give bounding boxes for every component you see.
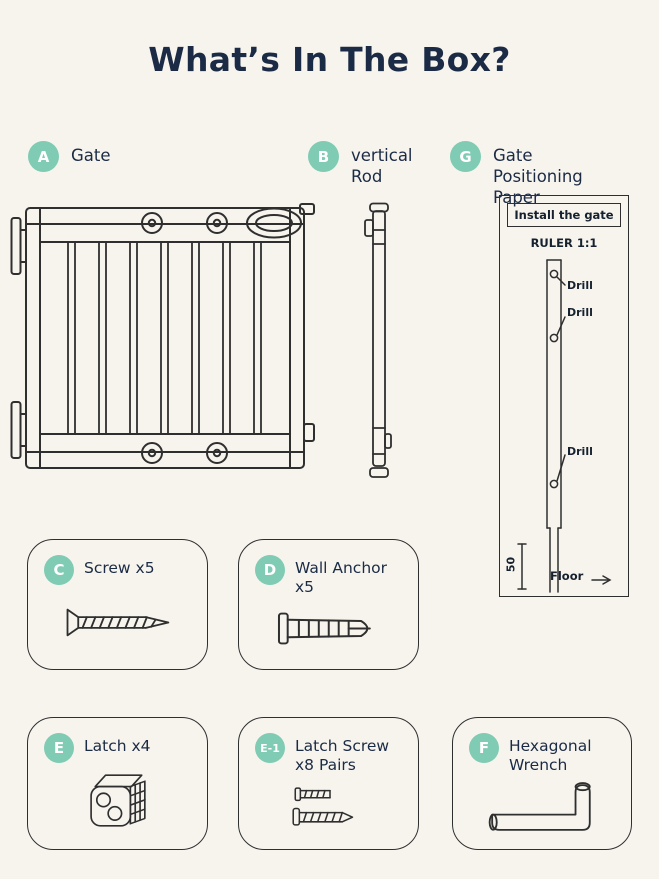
latch-screw-illustration	[255, 776, 404, 839]
screw-illustration	[44, 585, 193, 659]
part-box-latch-screw: E-1 Latch Screw x8 Pairs	[238, 717, 419, 850]
hex-wrench-illustration	[469, 776, 617, 839]
install-gate-header: Install the gate	[507, 203, 621, 227]
positioning-paper-ruler-svg	[517, 259, 612, 593]
item-d-label: Wall Anchor x5	[295, 559, 388, 597]
item-e1-label: Latch Screw x8 Pairs	[295, 737, 390, 775]
item-c-label: Screw x5	[84, 559, 155, 577]
latch-drawing-svg	[89, 774, 146, 827]
latch-illustration	[44, 763, 193, 839]
page-title: What’s In The Box?	[148, 40, 511, 79]
item-g-badge: G	[450, 141, 481, 172]
item-c-badge: C	[44, 555, 74, 585]
item-g-label: Gate Positioning Paper	[493, 146, 583, 208]
item-c-header: C Screw x5	[44, 555, 193, 585]
item-a-label: Gate	[71, 146, 111, 165]
item-f-header: F Hexagonal Wrench	[469, 733, 617, 776]
item-g-header: G Gate Positioning Paper	[450, 141, 627, 208]
item-d-badge: D	[255, 555, 285, 585]
latch-screw-drawing-svg	[291, 787, 353, 826]
vertical-rod-illustration	[360, 202, 398, 480]
item-d-header: D Wall Anchor x5	[255, 555, 404, 598]
item-e-badge: E	[44, 733, 74, 763]
ruler-scale-label: RULER 1:1	[530, 236, 598, 250]
item-b-label: vertical Rod	[351, 146, 413, 187]
dimension-50-label: 50	[504, 556, 518, 573]
drill-label-3: Drill	[567, 445, 593, 458]
floor-label: Floor	[550, 569, 584, 583]
gate-illustration	[10, 196, 315, 490]
item-a-header: A Gate	[28, 141, 111, 172]
item-e-label: Latch x4	[84, 737, 151, 755]
gate-drawing-svg	[10, 203, 315, 469]
item-e1-header: E-1 Latch Screw x8 Pairs	[255, 733, 404, 776]
item-a-badge: A	[28, 141, 59, 172]
item-b-header: B vertical Rod	[308, 141, 423, 187]
part-box-wall-anchor: D Wall Anchor x5	[238, 539, 419, 670]
wall-anchor-drawing-svg	[277, 612, 371, 645]
drill-label-2: Drill	[567, 306, 593, 319]
item-b-badge: B	[308, 141, 339, 172]
item-e1-badge: E-1	[255, 733, 285, 763]
wall-anchor-illustration	[255, 598, 404, 659]
vertical-rod-drawing-svg	[364, 202, 392, 478]
item-f-label: Hexagonal Wrench	[509, 737, 592, 775]
part-box-latch: E Latch x4	[27, 717, 208, 850]
item-f-badge: F	[469, 733, 499, 763]
hex-wrench-drawing-svg	[488, 782, 591, 831]
part-box-screw: C Screw x5	[27, 539, 208, 670]
gate-positioning-paper-illustration: Install the gate RULER 1:1 Drill Drill D…	[499, 195, 629, 597]
drill-label-1: Drill	[567, 279, 593, 292]
screw-drawing-svg	[66, 608, 169, 636]
item-e-header: E Latch x4	[44, 733, 193, 763]
part-box-hex-wrench: F Hexagonal Wrench	[452, 717, 632, 850]
